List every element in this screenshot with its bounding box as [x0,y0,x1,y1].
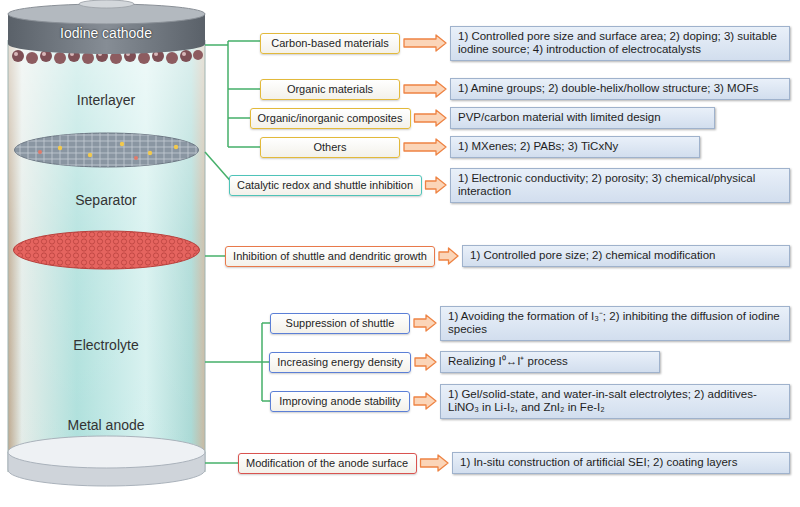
node-text: Inhibition of shuttle and dendritic grow… [232,250,428,263]
node-text: 1) Amine groups; 2) double-helix/hollow … [458,82,782,96]
category-box: Modification of the anode surface [238,453,417,474]
block-arrow [414,393,436,409]
description-box: 1) Controlled pore size and surface area… [450,26,790,61]
node-text: 1) Controlled pore size; 2) chemical mod… [470,249,782,263]
description-box: 1) Controlled pore size; 2) chemical mod… [462,245,790,267]
node-text: 1) Avoiding the formation of I₃⁻; 2) inh… [448,310,782,337]
category-box: Suppression of shuttle [270,313,410,334]
description-box: PVP/carbon material with limited design [450,107,715,129]
separator-pattern [14,231,200,269]
node-text: 1) Gel/solid-state, and water-in-salt el… [448,388,782,415]
node-text: Realizing I⁰↔I⁺ process [448,355,652,369]
part-label: Iodine cathode [60,25,152,41]
block-arrow [415,110,447,126]
node-text: Increasing energy density [276,356,404,369]
description-box: 1) Avoiding the formation of I₃⁻; 2) inh… [440,306,790,341]
catalyst-dots [38,142,178,160]
cell-body [8,40,205,472]
interlayer-mesh [15,133,199,167]
category-box: Inhibition of shuttle and dendritic grow… [225,246,435,267]
category-box: Increasing energy density [269,352,411,373]
category-box: Improving anode stability [270,391,410,412]
block-arrow [404,139,446,155]
terminal-top [79,0,134,8]
anode-disk [8,436,205,468]
category-box: Catalytic redox and shuttle inhibition [229,175,422,196]
node-text: Carbon-based materials [267,37,393,50]
block-arrow [404,81,446,97]
node-text: Suppression of shuttle [277,317,403,330]
block-arrow [415,354,436,370]
separator-disk [14,231,200,269]
block-arrow [421,455,449,471]
node-text: Catalytic redox and shuttle inhibition [236,179,415,192]
description-box: 1) In-situ construction of artificial SE… [452,452,790,474]
part-label: Electrolyte [73,337,138,353]
description-box: 1) Electronic conductivity; 2) porosity;… [450,168,790,203]
part-label: Separator [75,192,136,208]
block-arrow [414,315,436,331]
node-text: Organic materials [267,83,393,96]
description-box: 1) MXenes; 2) PABs; 3) TiCxNy [450,136,700,158]
description-box: 1) Gel/solid-state, and water-in-salt el… [440,384,790,419]
block-arrow [426,177,447,193]
category-box: Others [260,137,400,158]
cell-body-shade [8,40,205,472]
node-text: Organic/inorganic composites [257,112,404,125]
category-box: Organic materials [260,79,400,100]
node-text: Others [267,141,393,154]
node-text: Improving anode stability [277,395,403,408]
node-text: Modification of the anode surface [245,457,410,470]
block-arrow [439,248,458,264]
category-box: Organic/inorganic composites [250,108,411,129]
interlayer-disk [15,133,199,167]
description-box: Realizing I⁰↔I⁺ process [440,351,660,373]
part-label: Interlayer [77,92,135,108]
description-box: 1) Amine groups; 2) double-helix/hollow … [450,78,790,100]
block-arrow [404,35,446,51]
node-text: 1) In-situ construction of artificial SE… [460,456,782,470]
part-label: Metal anode [67,417,144,433]
cell-wall [8,40,205,472]
node-text: 1) Controlled pore size and surface area… [458,30,782,57]
node-text: 1) MXenes; 2) PABs; 3) TiCxNy [458,140,692,154]
node-text: 1) Electronic conductivity; 2) porosity;… [458,172,782,199]
terminal-top [79,0,134,8]
node-text: PVP/carbon material with limited design [458,111,707,125]
category-box: Carbon-based materials [260,33,400,54]
